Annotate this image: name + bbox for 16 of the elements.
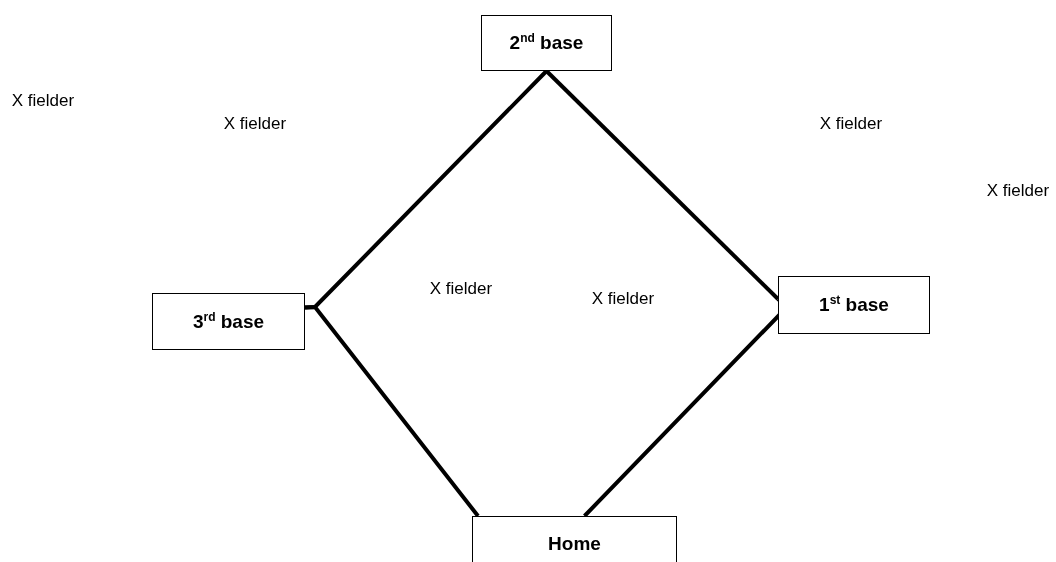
fielder-label: X fielder (985, 180, 1051, 202)
diamond-line (545, 69, 780, 301)
base-label: 1$^{st}$ base (819, 293, 889, 317)
fielder-label: X fielder (222, 113, 288, 135)
fielder-label: X fielder (818, 113, 884, 135)
fielder-label: X fielder (590, 288, 656, 310)
base-box (472, 516, 677, 562)
diamond-line (304, 304, 480, 518)
base-box (778, 276, 930, 334)
fielder-label: X fielder (10, 90, 76, 112)
base-label: 2$^{nd}$ base (509, 31, 584, 55)
base-label: 3$^{rd}$ base (192, 309, 265, 334)
fielder-label: X fielder (428, 278, 494, 300)
base-box (481, 15, 612, 71)
base-box (152, 293, 305, 350)
base-label: Home (548, 533, 601, 555)
